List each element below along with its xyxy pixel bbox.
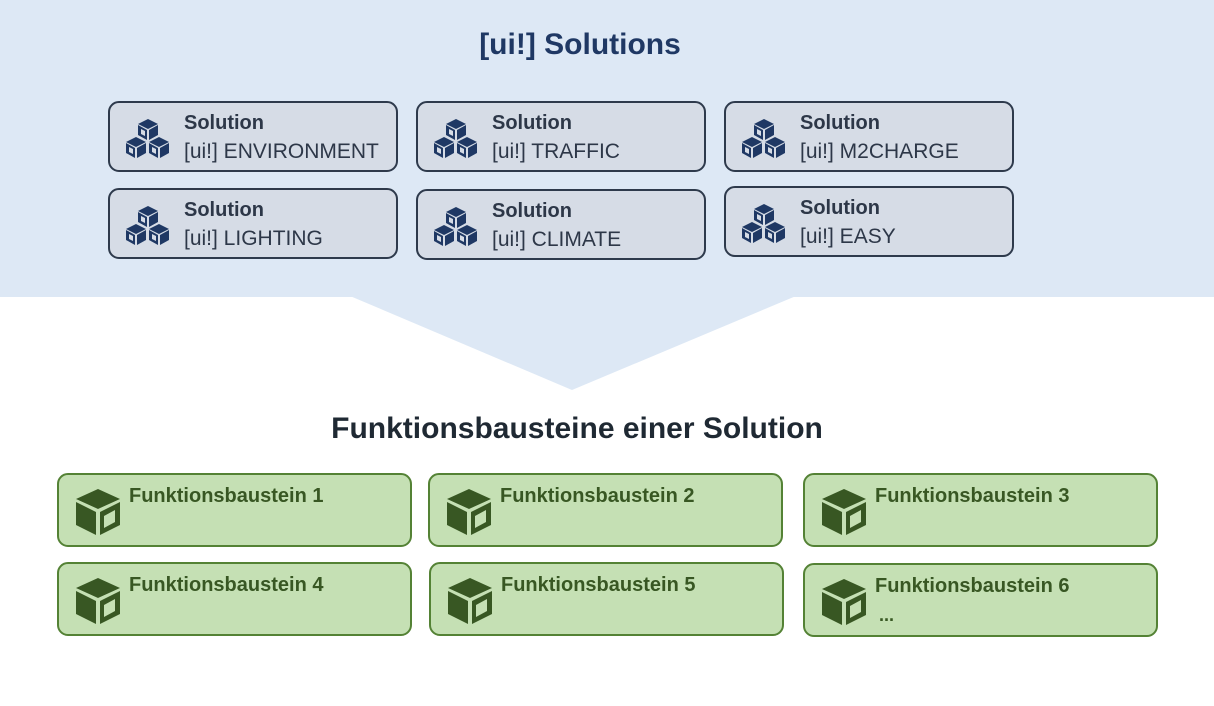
- function-block-3[interactable]: Funktionsbaustein 3: [803, 473, 1158, 547]
- cube-icon: [821, 578, 867, 626]
- solution-label: Solution: [800, 197, 880, 219]
- cubes-icon: [742, 204, 785, 243]
- blocks-title: Funktionsbausteine einer Solution: [331, 412, 823, 445]
- solution-card-environment[interactable]: Solution [ui!] ENVIRONMENT: [108, 101, 398, 172]
- solution-name: [ui!] ENVIRONMENT: [184, 140, 379, 163]
- solution-label: Solution: [800, 112, 880, 134]
- down-arrow-connector: [350, 296, 796, 390]
- solution-card-climate[interactable]: Solution [ui!] CLIMATE: [416, 189, 706, 260]
- function-block-4[interactable]: Funktionsbaustein 4: [57, 562, 412, 636]
- cubes-icon: [742, 119, 785, 158]
- solution-card-traffic[interactable]: Solution [ui!] TRAFFIC: [416, 101, 706, 172]
- cubes-icon: [434, 119, 477, 158]
- function-block-1[interactable]: Funktionsbaustein 1: [57, 473, 412, 547]
- solution-name: [ui!] LIGHTING: [184, 227, 323, 250]
- function-block-label: Funktionsbaustein 2: [500, 485, 695, 507]
- function-block-ellipsis: ...: [879, 605, 895, 625]
- solution-name: [ui!] CLIMATE: [492, 228, 622, 251]
- solution-card-m2charge[interactable]: Solution [ui!] M2CHARGE: [724, 101, 1014, 172]
- function-block-label: Funktionsbaustein 3: [875, 485, 1070, 507]
- solution-card-easy[interactable]: Solution [ui!] EASY: [724, 186, 1014, 257]
- solution-name: [ui!] M2CHARGE: [800, 140, 959, 163]
- solution-label: Solution: [492, 200, 572, 222]
- cubes-icon: [126, 119, 169, 158]
- function-block-label: Funktionsbaustein 1: [129, 485, 324, 507]
- solution-name: [ui!] TRAFFIC: [492, 140, 620, 163]
- solution-name: [ui!] EASY: [800, 225, 896, 248]
- function-block-label: Funktionsbaustein 6: [875, 575, 1070, 597]
- solution-label: Solution: [184, 112, 264, 134]
- solution-label: Solution: [184, 199, 264, 221]
- cube-icon: [447, 577, 493, 625]
- function-block-2[interactable]: Funktionsbaustein 2: [428, 473, 783, 547]
- cube-icon: [75, 577, 121, 625]
- cubes-icon: [434, 207, 477, 246]
- function-block-label: Funktionsbaustein 5: [501, 574, 696, 596]
- cubes-icon: [126, 206, 169, 245]
- cube-icon: [821, 488, 867, 536]
- solution-label: Solution: [492, 112, 572, 134]
- cube-icon: [446, 488, 492, 536]
- function-block-label: Funktionsbaustein 4: [129, 574, 324, 596]
- cube-icon: [75, 488, 121, 536]
- solution-card-lighting[interactable]: Solution [ui!] LIGHTING: [108, 188, 398, 259]
- function-block-5[interactable]: Funktionsbaustein 5: [429, 562, 784, 636]
- function-block-6[interactable]: Funktionsbaustein 6 ...: [803, 563, 1158, 637]
- solutions-title: [ui!] Solutions: [479, 28, 681, 61]
